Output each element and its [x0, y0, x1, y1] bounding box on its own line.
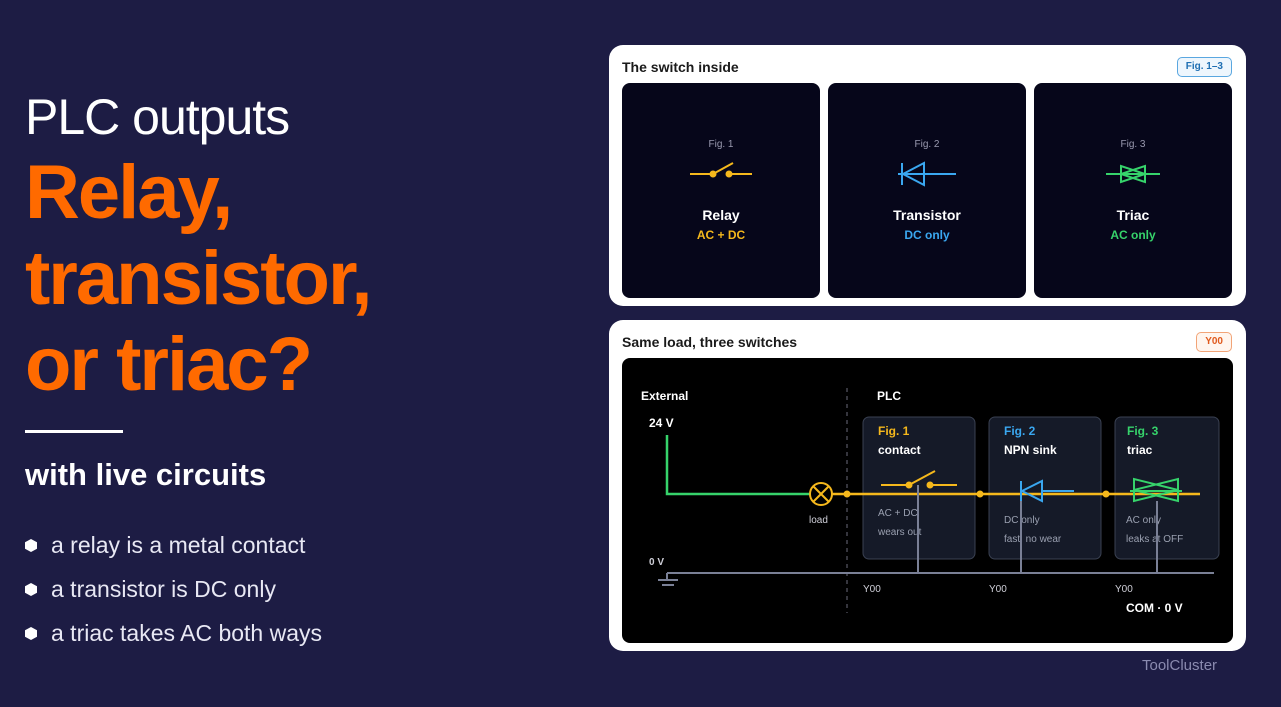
box-line2: wears out — [877, 527, 922, 538]
bullet-item: a triac takes AC both ways — [25, 611, 595, 655]
card-sub: DC only — [904, 228, 950, 242]
box-line1: AC + DC — [878, 508, 918, 519]
hexagon-bullet-icon — [25, 582, 37, 596]
card-name: Triac — [1116, 207, 1150, 223]
circuit-diagram: External PLC 24 V Fig. 1 contact Fig. 2 … — [622, 358, 1233, 643]
output-box-transistor — [988, 416, 1102, 560]
bullet-text: a triac takes AC both ways — [51, 619, 323, 646]
fig-label: Fig. 2 — [914, 139, 940, 150]
box-line2: fast, no wear — [1004, 534, 1062, 545]
box-line1: AC only — [1126, 515, 1161, 526]
relay-contact-icon — [881, 470, 957, 489]
bullet-text: a transistor is DC only — [51, 575, 276, 602]
triac-icon — [1106, 164, 1160, 184]
box-fig: Fig. 3 — [1127, 424, 1159, 438]
transistor-card: Fig. 2 Transistor DC only — [828, 83, 1026, 298]
hero-section: PLC outputs Relay, transistor, or triac?… — [25, 88, 595, 655]
load-label: load — [809, 515, 828, 526]
brand-logo: ToolCluster — [1142, 657, 1218, 674]
fig-label: Fig. 1 — [708, 139, 734, 150]
box-name: NPN sink — [1004, 443, 1057, 457]
transistor-diode-icon — [1019, 479, 1074, 503]
com-label: COM · 0 V — [1126, 601, 1183, 615]
card-sub: AC + DC — [696, 228, 746, 242]
box-fig: Fig. 1 — [878, 424, 910, 438]
bullet-item: a transistor is DC only — [25, 567, 595, 611]
subtitle: with live circuits — [25, 457, 267, 492]
triac-icon — [1130, 477, 1182, 503]
page-title: PLC outputs — [25, 89, 290, 145]
box-name: contact — [878, 443, 921, 457]
panel-title: Same load, three switches — [622, 334, 798, 350]
panel-title: The switch inside — [622, 59, 739, 75]
zero-label: 0 V — [649, 557, 664, 568]
plc-label: PLC — [877, 389, 901, 403]
box-line2: leaks at OFF — [1126, 534, 1183, 545]
hexagon-bullet-icon — [25, 538, 37, 552]
headline-line-1: Relay, transistor, — [25, 150, 372, 321]
circuit-panel: Same load, three switches Y00 External P… — [609, 320, 1246, 651]
pin-label: Y00 — [863, 584, 881, 595]
output-tag: Y00 — [1196, 332, 1232, 352]
card-name: Relay — [702, 207, 740, 223]
divider — [25, 430, 123, 433]
headline-line-2: or triac? — [25, 322, 313, 407]
bullet-item: a relay is a metal contact — [25, 523, 595, 567]
pin-label: Y00 — [989, 584, 1007, 595]
switch-panel: The switch inside Fig. 1–3 Fig. 1 Relay … — [609, 45, 1246, 306]
card-name: Transistor — [893, 207, 961, 223]
box-name: triac — [1127, 443, 1153, 457]
supply-wire — [665, 435, 810, 496]
triac-card: Fig. 3 Triac AC only — [1034, 83, 1232, 298]
external-label: External — [641, 389, 688, 403]
pin-label: Y00 — [1115, 584, 1133, 595]
supply-label: 24 V — [649, 416, 674, 430]
box-fig: Fig. 2 — [1004, 424, 1036, 438]
bullet-text: a relay is a metal contact — [51, 531, 306, 558]
transistor-diode-icon — [898, 161, 956, 187]
circuit-svg: External PLC 24 V Fig. 1 contact Fig. 2 … — [641, 388, 1220, 615]
relay-card: Fig. 1 Relay AC + DC — [622, 83, 820, 298]
ground-icon — [658, 573, 678, 586]
relay-contact-icon — [690, 162, 752, 178]
fig-label: Fig. 3 — [1120, 139, 1146, 150]
figure-tag: Fig. 1–3 — [1176, 57, 1232, 77]
card-sub: AC only — [1110, 228, 1156, 242]
hexagon-bullet-icon — [25, 626, 37, 640]
bullet-list: a relay is a metal contact a transistor … — [25, 523, 595, 655]
